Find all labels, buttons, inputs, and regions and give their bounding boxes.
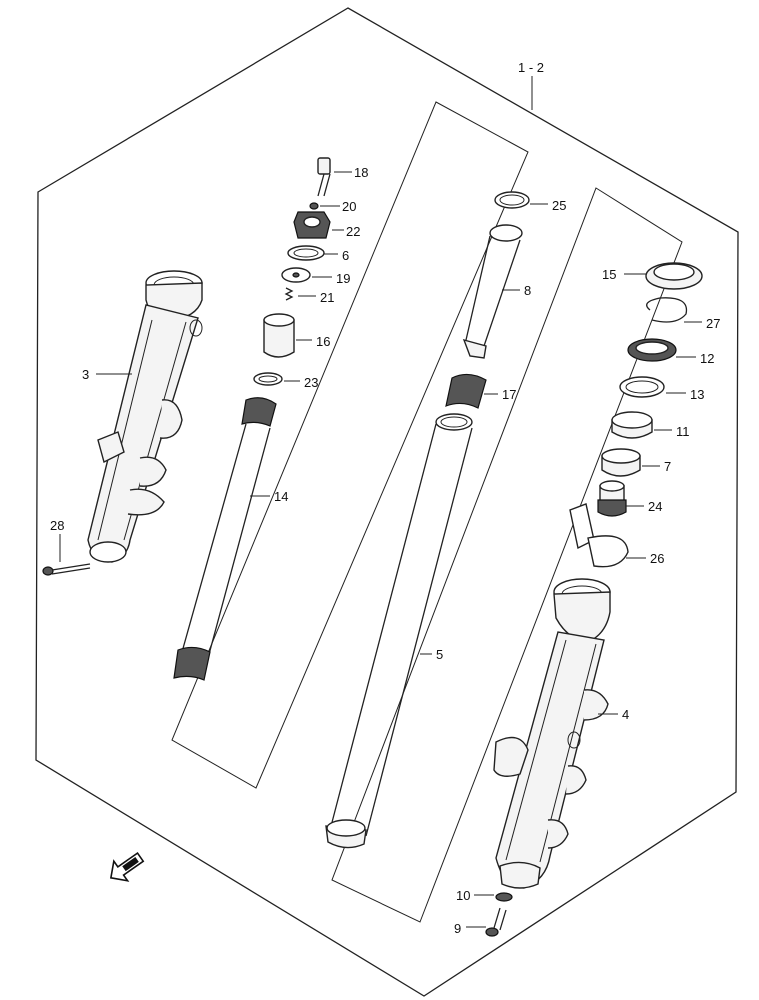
label-4: 4 bbox=[622, 707, 629, 722]
part-9-bolt bbox=[485, 907, 507, 937]
part-14-fork-spring bbox=[173, 397, 277, 681]
inner-group-frame bbox=[171, 101, 529, 789]
part-24-valve bbox=[597, 480, 627, 517]
part-16-spacer bbox=[263, 313, 295, 358]
part-5-inner-tube bbox=[325, 413, 473, 849]
part-12-oil-seal bbox=[627, 338, 677, 362]
label-8: 8 bbox=[524, 283, 531, 298]
part-18-damper-rod bbox=[317, 157, 331, 197]
label-15: 15 bbox=[602, 267, 616, 282]
right-group-frame bbox=[331, 187, 683, 923]
part-23-ring bbox=[253, 372, 283, 386]
label-22: 22 bbox=[346, 224, 360, 239]
part-6-ring bbox=[287, 245, 325, 261]
label-7: 7 bbox=[664, 459, 671, 474]
part-21-small-spring bbox=[284, 287, 294, 301]
label-19: 19 bbox=[336, 271, 350, 286]
label-6: 6 bbox=[342, 248, 349, 263]
label-1-2: 1 - 2 bbox=[518, 60, 544, 75]
part-15-dust-seal bbox=[645, 262, 703, 290]
label-27: 27 bbox=[706, 316, 720, 331]
part-28-bolt bbox=[42, 563, 91, 576]
label-24: 24 bbox=[648, 499, 662, 514]
label-14: 14 bbox=[274, 489, 288, 504]
part-20-ring bbox=[309, 202, 319, 210]
part-17-spring bbox=[445, 373, 487, 409]
part-7-bushing bbox=[601, 448, 641, 477]
label-9: 9 bbox=[454, 921, 461, 936]
part-26-cover bbox=[569, 503, 629, 568]
part-11-bushing bbox=[611, 411, 653, 439]
part-10-washer bbox=[495, 892, 513, 902]
part-8-cartridge bbox=[462, 224, 523, 359]
label-21: 21 bbox=[320, 290, 334, 305]
label-5: 5 bbox=[436, 647, 443, 662]
label-10: 10 bbox=[456, 888, 470, 903]
label-13: 13 bbox=[690, 387, 704, 402]
front-direction-arrow-icon bbox=[109, 851, 145, 882]
label-23: 23 bbox=[304, 375, 318, 390]
label-25: 25 bbox=[552, 198, 566, 213]
label-3: 3 bbox=[82, 367, 89, 382]
label-26: 26 bbox=[650, 551, 664, 566]
label-17: 17 bbox=[502, 387, 516, 402]
label-12: 12 bbox=[700, 351, 714, 366]
part-22-nut bbox=[293, 211, 331, 239]
part-3-outer-tube-left bbox=[87, 270, 203, 563]
part-4-outer-tube-right bbox=[493, 578, 611, 889]
label-28: 28 bbox=[50, 518, 64, 533]
label-20: 20 bbox=[342, 199, 356, 214]
label-16: 16 bbox=[316, 334, 330, 349]
label-11: 11 bbox=[676, 424, 690, 439]
part-13-washer bbox=[619, 376, 665, 398]
assembly-boundary bbox=[35, 7, 739, 997]
part-27-clip bbox=[646, 297, 688, 323]
label-18: 18 bbox=[354, 165, 368, 180]
